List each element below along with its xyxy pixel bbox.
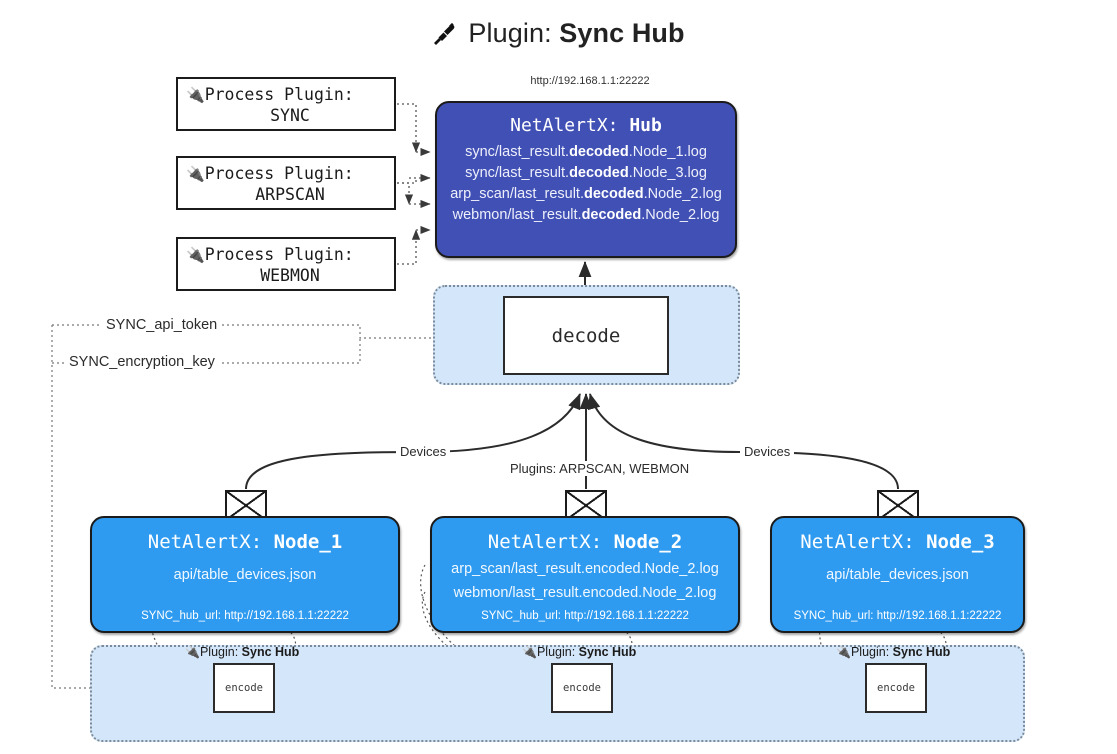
- hub-title-name: Hub: [629, 115, 662, 136]
- node-title-name: Node_1: [273, 531, 343, 553]
- envelope-icon: [877, 490, 919, 521]
- plugin-label-name: Sync Hub: [241, 645, 300, 659]
- log-post: .Node_1.log: [628, 144, 707, 160]
- plug-icon: 🔌: [186, 246, 205, 264]
- setting-label-encryption-key: SYNC_encryption_key: [64, 354, 220, 370]
- plug-icon: 🔌: [186, 165, 205, 183]
- node-line: api/table_devices.json: [826, 567, 969, 583]
- plug-icon: 🔌: [185, 645, 200, 659]
- plugin-label-name: Sync Hub: [892, 645, 951, 659]
- plug-icon: 🔌: [186, 86, 205, 104]
- log-mid: decoded: [583, 186, 644, 202]
- log-post: .Node_2.log: [643, 186, 722, 202]
- hub-title: NetAlertX: Hub: [437, 115, 735, 136]
- hub-log-line: webmon/last_result.decoded.Node_2.log: [437, 207, 735, 223]
- node-footer: SYNC_hub_url: http://192.168.1.1:22222: [481, 610, 689, 622]
- page-title: Plugin: Sync Hub: [0, 18, 1117, 49]
- process-plugin-box-arpscan[interactable]: 🔌Process Plugin: ARPSCAN: [176, 156, 396, 210]
- plugin-label-prefix: Plugin:: [199, 645, 242, 659]
- node-box-node-1[interactable]: NetAlertX: Node_1 api/table_devices.json…: [90, 516, 400, 633]
- node-line: arp_scan/last_result.encoded.Node_2.log: [451, 561, 719, 577]
- log-mid: decoded: [569, 144, 629, 160]
- node-title-name: Node_2: [613, 531, 683, 553]
- hub-log-line: arp_scan/last_result.decoded.Node_2.log: [437, 186, 735, 202]
- plugin-label-node-2: 🔌Plugin: Sync Hub: [522, 645, 636, 659]
- node-box-node-3[interactable]: NetAlertX: Node_3 api/table_devices.json…: [770, 516, 1025, 633]
- node-line: webmon/last_result.encoded.Node_2.log: [453, 585, 717, 601]
- process-plugin-name: ARPSCAN: [255, 185, 325, 205]
- encode-box-node-1[interactable]: encode: [213, 663, 275, 713]
- page-title-prefix: Plugin:: [468, 18, 560, 48]
- plug-icon: 🔌: [836, 645, 851, 659]
- plugin-label-name: Sync Hub: [578, 645, 637, 659]
- plugin-label-node-1: 🔌Plugin: Sync Hub: [185, 645, 299, 659]
- node-box-node-2[interactable]: NetAlertX: Node_2 arp_scan/last_result.e…: [430, 516, 740, 633]
- node-footer: SYNC_hub_url: http://192.168.1.1:22222: [141, 610, 349, 622]
- setting-label-api-token: SYNC_api_token: [101, 317, 223, 333]
- log-mid: decoded: [569, 165, 629, 181]
- node-title: NetAlertX: Node_3: [772, 531, 1023, 553]
- process-plugin-label: Process Plugin:: [204, 164, 354, 183]
- hub-log-line: sync/last_result.decoded.Node_1.log: [437, 144, 735, 160]
- hub-node[interactable]: NetAlertX: Hub sync/last_result.decoded.…: [435, 101, 737, 258]
- node-title-name: Node_3: [926, 531, 995, 553]
- node-title: NetAlertX: Node_2: [432, 531, 738, 553]
- plugin-label-prefix: Plugin:: [850, 645, 893, 659]
- node-title-prefix: NetAlertX:: [147, 531, 274, 553]
- process-plugin-label: Process Plugin:: [204, 85, 354, 104]
- log-post: .Node_2.log: [641, 207, 720, 223]
- plugin-label-node-3: 🔌Plugin: Sync Hub: [836, 645, 950, 659]
- hub-url-label: http://192.168.1.1:22222: [530, 75, 650, 87]
- process-plugin-box-sync[interactable]: 🔌Process Plugin: SYNC: [176, 77, 396, 131]
- log-post: .Node_3.log: [628, 165, 707, 181]
- process-plugin-name: SYNC: [270, 106, 310, 126]
- process-plugin-box-webmon[interactable]: 🔌Process Plugin: WEBMON: [176, 237, 396, 291]
- plugin-label-prefix: Plugin:: [536, 645, 579, 659]
- log-pre: sync/last_result.: [465, 144, 570, 160]
- node-line: api/table_devices.json: [173, 567, 317, 583]
- log-pre: webmon/last_result.: [452, 207, 582, 223]
- page-title-name: Sync Hub: [559, 18, 685, 48]
- plug-icon: 🔌: [522, 645, 537, 659]
- edge-label-plugins: Plugins: ARPSCAN, WEBMON: [506, 461, 694, 476]
- hub-log-line: sync/last_result.decoded.Node_3.log: [437, 165, 735, 181]
- node-title-prefix: NetAlertX:: [487, 531, 614, 553]
- plug-icon: [432, 20, 465, 48]
- encode-box-node-2[interactable]: encode: [551, 663, 613, 713]
- node-title: NetAlertX: Node_1: [92, 531, 398, 553]
- process-plugin-name: WEBMON: [260, 266, 320, 286]
- edge-label-devices-right: Devices: [740, 444, 795, 459]
- log-mid: decoded: [581, 207, 642, 223]
- decode-box[interactable]: decode: [503, 296, 669, 375]
- node-title-prefix: NetAlertX:: [800, 531, 927, 553]
- encode-box-node-3[interactable]: encode: [865, 663, 927, 713]
- envelope-icon: [565, 490, 607, 521]
- log-pre: sync/last_result.: [465, 165, 570, 181]
- node-footer: SYNC_hub_url: http://192.168.1.1:22222: [793, 610, 1002, 622]
- hub-title-prefix: NetAlertX:: [510, 115, 630, 136]
- process-plugin-label: Process Plugin:: [204, 245, 354, 264]
- edge-label-devices-left: Devices: [396, 444, 451, 459]
- log-pre: arp_scan/last_result.: [450, 186, 584, 202]
